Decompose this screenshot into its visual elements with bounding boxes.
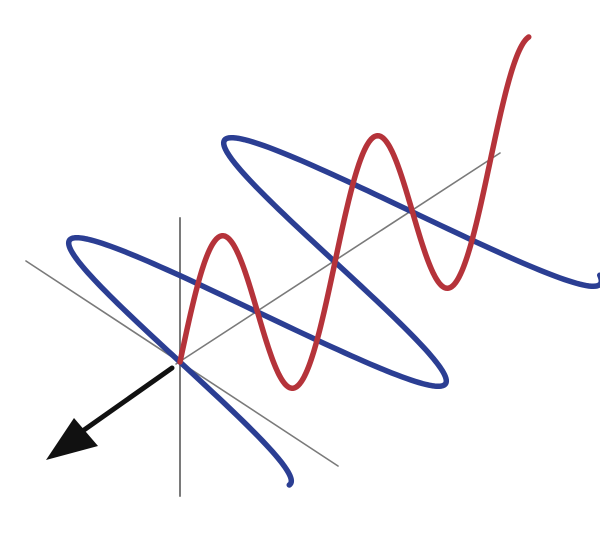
arrow-icon [46, 365, 175, 460]
arrow-head [46, 418, 98, 460]
electric-field-wave [177, 34, 532, 391]
magnetic-field-wave [65, 134, 600, 488]
arrow-shaft [81, 365, 175, 433]
